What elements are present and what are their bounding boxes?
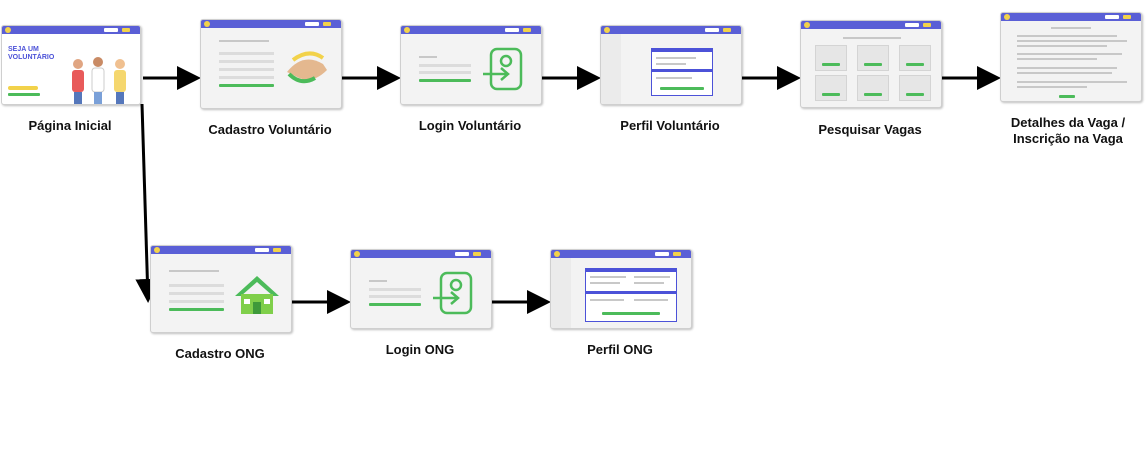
node-search-jobs[interactable] xyxy=(800,20,942,108)
node-ngo-profile[interactable] xyxy=(550,249,692,329)
node-volunteer-profile[interactable] xyxy=(600,25,742,105)
caption-volunteer-signup: Cadastro Voluntário xyxy=(208,122,332,137)
nav-bar xyxy=(551,250,691,258)
caption-job-details-line1: Detalhes da Vaga / xyxy=(1010,115,1126,130)
logo-icon xyxy=(404,27,410,33)
caption-ngo-login: Login ONG xyxy=(385,342,455,357)
logo-icon xyxy=(604,27,610,33)
caption-volunteer-profile: Perfil Voluntário xyxy=(620,118,720,133)
node-ngo-login[interactable] xyxy=(350,249,492,329)
people-illustration-icon xyxy=(72,57,126,104)
edge-home-to-ngo-signup xyxy=(135,103,160,303)
house-icon xyxy=(235,276,279,314)
node-volunteer-signup[interactable] xyxy=(200,19,342,109)
caption-volunteer-login: Login Voluntário xyxy=(418,118,522,133)
node-job-details[interactable] xyxy=(1000,12,1142,102)
caption-ngo-signup: Cadastro ONG xyxy=(175,346,265,361)
hero-title: SEJA UM VOLUNTÁRIO xyxy=(8,46,55,61)
nav-bar xyxy=(801,21,941,29)
handshake-icon xyxy=(287,51,327,84)
nav-bar xyxy=(1001,13,1141,21)
node-volunteer-login[interactable] xyxy=(400,25,542,105)
logo-icon xyxy=(554,251,560,257)
logo-icon xyxy=(1004,14,1010,20)
nav-bar xyxy=(401,26,541,34)
caption-home: Página Inicial xyxy=(28,118,112,133)
nav-bar xyxy=(351,250,491,258)
node-ngo-signup[interactable] xyxy=(150,245,292,333)
nav-bar xyxy=(151,246,291,254)
node-home[interactable]: SEJA UM VOLUNTÁRIO xyxy=(1,25,141,105)
logo-icon xyxy=(804,22,810,28)
nav-bar xyxy=(601,26,741,34)
logo-icon xyxy=(354,251,360,257)
caption-job-details-line2: Inscrição na Vaga xyxy=(1013,131,1123,146)
nav-bar xyxy=(201,20,341,28)
caption-ngo-profile: Perfil ONG xyxy=(587,342,653,357)
login-icon xyxy=(433,271,473,315)
caption-search-jobs: Pesquisar Vagas xyxy=(818,122,922,137)
login-icon xyxy=(483,47,523,91)
logo-icon xyxy=(204,21,210,27)
logo-icon xyxy=(5,27,11,33)
nav-bar xyxy=(2,26,140,34)
logo-icon xyxy=(154,247,160,253)
